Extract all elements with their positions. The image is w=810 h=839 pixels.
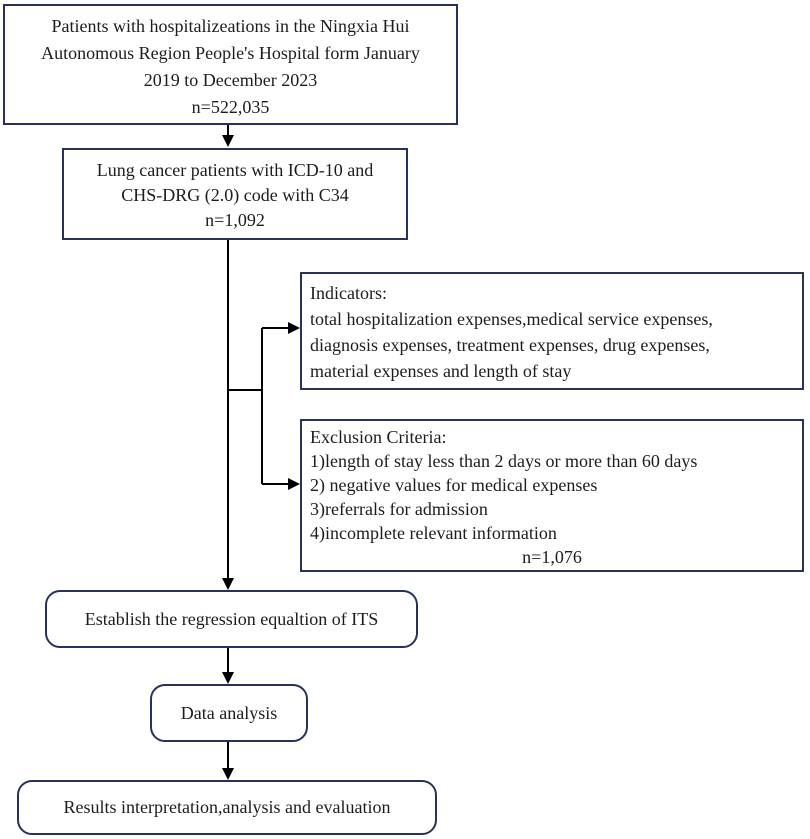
box-establish-regression: Establish the regression equaltion of IT… xyxy=(45,590,418,648)
box-line: 2) negative values for medical expenses xyxy=(310,475,598,495)
box-results-interpretation: Results interpretation,analysis and eval… xyxy=(17,780,437,835)
box-line: Autonomous Region People's Hospital form… xyxy=(41,43,420,63)
box-line: Exclusion Criteria: xyxy=(310,427,447,447)
box-label: Data analysis xyxy=(180,702,278,723)
box-line: n=522,035 xyxy=(191,97,270,117)
box-indicators: Indicators: total hospitalization expens… xyxy=(300,272,804,390)
exclusion-count: n=1,076 xyxy=(522,547,582,567)
box-exclusion-criteria: Exclusion Criteria: 1)length of stay les… xyxy=(300,419,804,572)
box-line: 4)incomplete relevant information xyxy=(310,523,557,543)
box-source-population: Patients with hospitalizeations in the N… xyxy=(3,4,458,125)
arrow-branch-to-exclusion xyxy=(262,478,300,490)
arrow-establish-to-analysis xyxy=(222,648,234,684)
arrow-analysis-to-results xyxy=(222,742,234,780)
box-line: 2019 to December 2023 xyxy=(143,70,318,90)
box-line: Indicators: xyxy=(310,283,387,303)
box-line: Lung cancer patients with ICD-10 and xyxy=(96,160,374,180)
box-line: 1)length of stay less than 2 days or mor… xyxy=(310,451,698,471)
box-lung-cancer-patients: Lung cancer patients with ICD-10 and CHS… xyxy=(62,148,408,240)
connector-trunk-to-branch xyxy=(228,328,263,484)
arrow-branch-to-indicators xyxy=(262,322,300,334)
arrow-source-to-lung xyxy=(222,125,234,147)
box-line: total hospitalization expenses,medical s… xyxy=(310,309,713,329)
box-line: n=1,092 xyxy=(205,210,265,230)
box-line: Patients with hospitalizeations in the N… xyxy=(51,16,410,36)
box-label: Results interpretation,analysis and eval… xyxy=(63,797,391,817)
arrow-lung-to-establish xyxy=(222,240,234,590)
box-data-analysis: Data analysis xyxy=(150,684,308,742)
box-line: diagnosis expenses, treatment expenses, … xyxy=(310,335,710,355)
box-line: 3)referrals for admission xyxy=(310,499,488,519)
box-label: Establish the regression equaltion of IT… xyxy=(84,608,379,629)
box-line: CHS-DRG (2.0) code with C34 xyxy=(121,185,349,205)
box-line: material expenses and length of stay xyxy=(310,361,572,381)
